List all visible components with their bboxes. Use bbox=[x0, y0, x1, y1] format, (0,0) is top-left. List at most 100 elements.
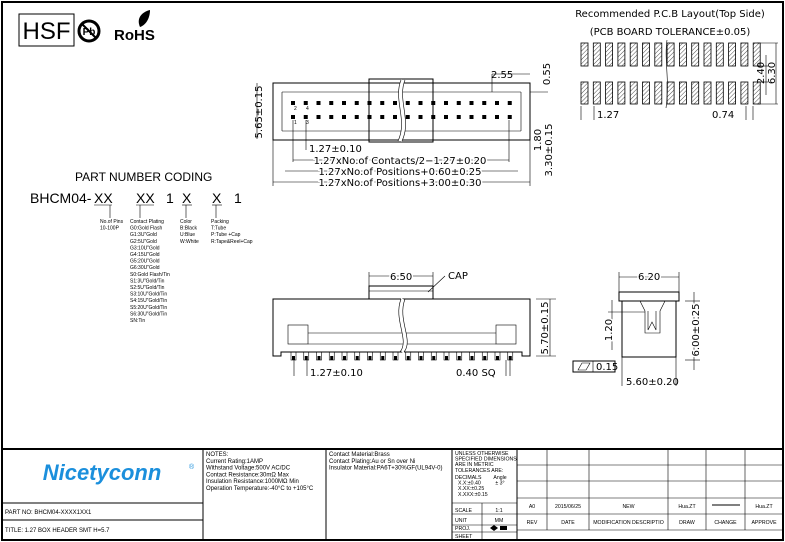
contact-pin bbox=[456, 101, 461, 105]
pcb-pad bbox=[642, 81, 650, 105]
pin-tip bbox=[381, 356, 385, 360]
decimal-tolerance: X.X:±0.40 bbox=[458, 481, 481, 487]
rev-header: REV bbox=[527, 520, 538, 526]
pcb-pad bbox=[740, 81, 749, 105]
pcb-pad bbox=[691, 81, 700, 105]
dim-pin-square: 0.40 SQ bbox=[456, 368, 496, 379]
pcb-pad bbox=[605, 42, 613, 67]
pin-tip bbox=[304, 356, 308, 360]
pcb-pad bbox=[691, 42, 700, 67]
code-option-plating: S5:20U"Gold/Tin bbox=[130, 305, 167, 311]
pin-tip bbox=[355, 356, 359, 360]
code-option-plating: S4:15U"Gold/Tin bbox=[130, 298, 167, 304]
note-line: Withstand Voltage:500V AC/DC bbox=[206, 466, 291, 472]
contact-pin bbox=[342, 101, 346, 105]
contact-pin bbox=[303, 115, 308, 119]
pcb-pad bbox=[666, 81, 675, 105]
pcb-pad bbox=[592, 42, 601, 67]
pcb-pad bbox=[752, 42, 761, 67]
contact-pin bbox=[380, 115, 385, 119]
pcb-pad bbox=[728, 42, 736, 67]
tolerance-line: TOLERANCES ARE: bbox=[455, 468, 503, 474]
scale-label: SCALE bbox=[455, 508, 473, 514]
dim-side-top-width: 6.20 bbox=[638, 272, 660, 283]
pin-tip bbox=[292, 356, 295, 360]
pin-tip bbox=[406, 356, 410, 360]
dim-pad-width: 0.74 bbox=[712, 110, 734, 121]
pin-tip bbox=[508, 356, 512, 360]
code-1b: 1 bbox=[234, 190, 242, 206]
drawing-title: TITLE: 1.27 BOX HEADER SMT H=5.7 bbox=[5, 528, 110, 534]
pin-tip bbox=[457, 356, 461, 360]
dim-0-55: 0.55 bbox=[542, 63, 553, 85]
material-line: Contact Plating:Au or Sn over Ni bbox=[329, 459, 415, 465]
pin-tip bbox=[343, 356, 346, 360]
dim-2-55: 2.55 bbox=[491, 70, 513, 81]
sheet-label: SHEET bbox=[455, 534, 473, 540]
code-color: X bbox=[182, 190, 192, 206]
contact-pin bbox=[342, 115, 346, 119]
contact-pin bbox=[431, 115, 436, 119]
dim-3-30: 3.30±0.15 bbox=[544, 124, 555, 177]
code-option-packing: P:Tube +Cap bbox=[211, 232, 241, 238]
proj-label: PROJ. bbox=[455, 526, 470, 532]
contact-pin bbox=[456, 115, 461, 119]
pb-text: Pb bbox=[83, 27, 96, 38]
decimal-tolerance: X.XXX:±0.15 bbox=[458, 492, 488, 498]
contact-pin bbox=[393, 115, 397, 119]
code-packing: X bbox=[212, 190, 222, 206]
dim-top-pitch: 1.27±0.10 bbox=[309, 144, 362, 155]
pcb-pad bbox=[617, 42, 626, 67]
pcb-pad bbox=[654, 42, 663, 67]
code-option-plating: S1:3U"Gold/Tin bbox=[130, 278, 165, 284]
code-option-plating: G6:30U"Gold bbox=[130, 265, 160, 271]
pin-label: 3 bbox=[306, 120, 309, 126]
pcb-pad bbox=[592, 81, 601, 105]
pcb-pad bbox=[728, 81, 736, 105]
pin-tip bbox=[317, 356, 321, 360]
pcb-layout-view: Recommended P.C.B Layout(Top Side) (PCB … bbox=[575, 9, 778, 121]
contact-pin bbox=[418, 101, 423, 105]
rev-header: DRAW bbox=[679, 520, 695, 526]
pcb-tolerance: (PCB BOARD TOLERANCE±0.05) bbox=[590, 27, 751, 38]
pcb-pad bbox=[679, 42, 687, 67]
pcb-pad bbox=[679, 81, 687, 105]
dim-front-pitch: 1.27±0.10 bbox=[310, 368, 363, 379]
pin-tip bbox=[394, 356, 397, 360]
revision-approve: Hua.ZT bbox=[755, 504, 773, 510]
contact-pin bbox=[354, 115, 359, 119]
leaf-icon bbox=[138, 10, 150, 27]
part-no: PART NO: BHCM04-XXXX1XX1 bbox=[5, 510, 92, 516]
pin-label: 1 bbox=[294, 120, 297, 126]
pb-free-icon bbox=[77, 19, 101, 43]
decimal-tolerance: DECIMALS bbox=[455, 475, 482, 481]
pin-tip bbox=[496, 356, 499, 360]
scale-value: 1:1 bbox=[495, 508, 502, 514]
code-option-plating: G4:15U"Gold bbox=[130, 252, 160, 258]
code-option-plating: S6:30U"Gold/Tin bbox=[130, 311, 167, 317]
pcb-pad bbox=[752, 81, 761, 105]
pin-tip bbox=[445, 356, 448, 360]
pcb-pad bbox=[654, 81, 663, 105]
contact-pin bbox=[367, 101, 372, 105]
contact-pin bbox=[316, 101, 321, 105]
code-plating: XX bbox=[136, 190, 155, 206]
code-option-color: W:White bbox=[180, 239, 199, 245]
code-option-plating: Contact Plating bbox=[130, 219, 164, 225]
contact-pin bbox=[380, 101, 385, 105]
revision-draw: Hua.ZT bbox=[678, 504, 696, 510]
rev-header: CHANGE bbox=[714, 520, 737, 526]
code-option-plating: S0:Gold Flash/Tin bbox=[130, 272, 170, 278]
pcb-pad bbox=[580, 81, 589, 105]
angle-tolerance: ± 3° bbox=[495, 481, 504, 487]
front-view: 6.50 CAP 5.70±0.15 1.27±0.10 0.40 SQ bbox=[272, 271, 556, 379]
note-line: Current Rating:1AMP bbox=[206, 459, 263, 465]
unit-label: UNIT bbox=[455, 518, 468, 524]
pin-label: 2 bbox=[294, 106, 297, 112]
revision-date: 2015/06/25 bbox=[555, 504, 581, 510]
contact-pin bbox=[469, 101, 474, 105]
pcb-layout-title: Recommended P.C.B Layout(Top Side) bbox=[575, 9, 765, 20]
dim-positions-b: 1.27xNo.of Positions+3.00±0.30 bbox=[318, 178, 481, 189]
contact-pin bbox=[444, 101, 448, 105]
